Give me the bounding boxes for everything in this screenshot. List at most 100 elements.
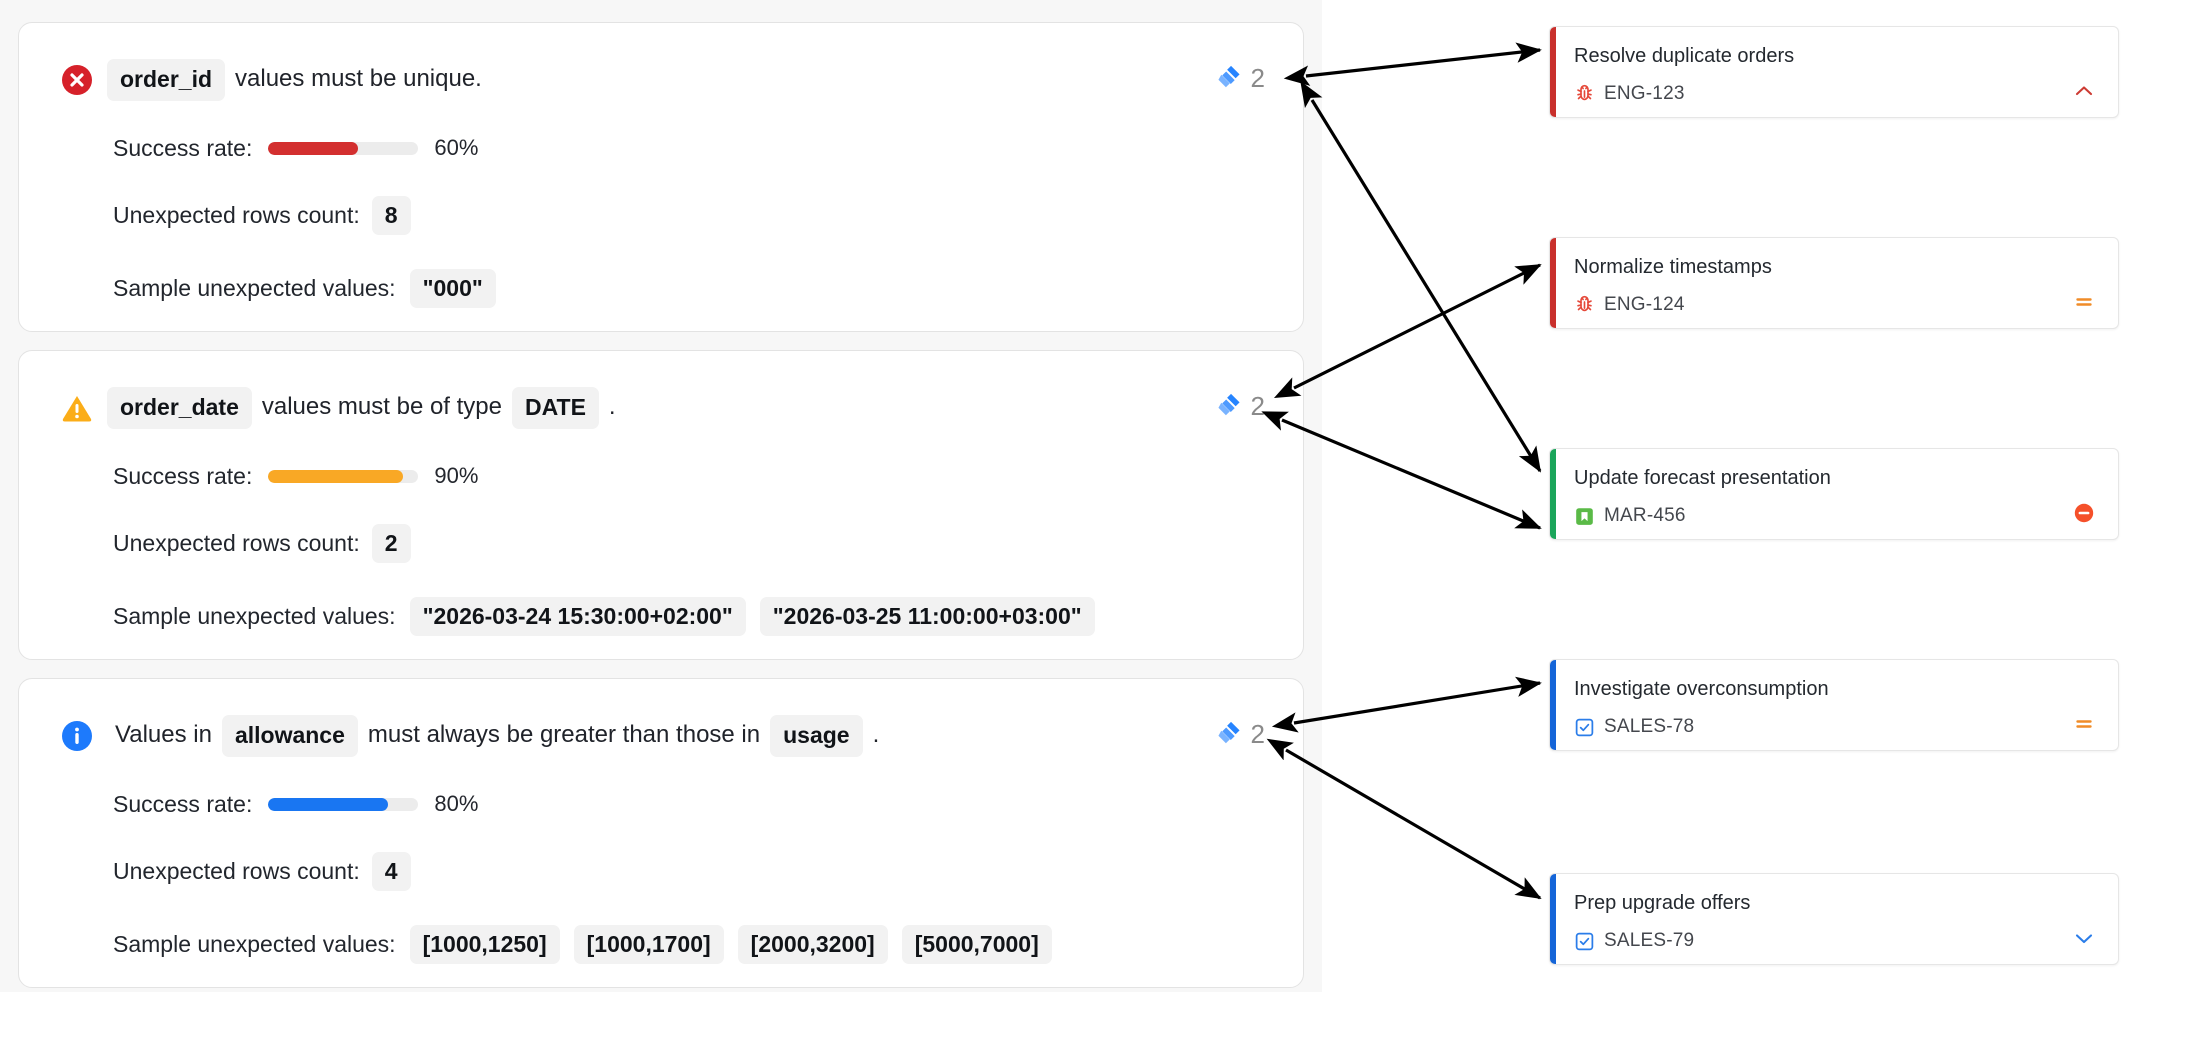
issue-card[interactable]: Resolve duplicate orders ENG-123 bbox=[1549, 26, 2119, 118]
success-rate-value: 80% bbox=[434, 791, 479, 817]
expectation-header: order_id values must be unique. bbox=[19, 23, 1303, 101]
unexpected-rows-label: Unexpected rows count: bbox=[113, 201, 360, 228]
issue-type-accent-bar bbox=[1550, 874, 1556, 964]
jira-linked-issues-counter[interactable]: 2 bbox=[1216, 391, 1265, 422]
issue-title: Normalize timestamps bbox=[1574, 256, 1772, 278]
sample-value-chip: [5000,7000] bbox=[901, 924, 1052, 964]
issue-type-accent-bar bbox=[1550, 449, 1556, 539]
issue-type-accent-bar bbox=[1550, 660, 1556, 750]
issue-key-row: SALES-79 bbox=[1574, 930, 1694, 952]
expectation-header: order_date values must be of type DATE . bbox=[19, 351, 1303, 429]
sample-values-row: Sample unexpected values: [1000,1250] [1… bbox=[19, 924, 1303, 964]
issue-title: Resolve duplicate orders bbox=[1574, 45, 1795, 67]
sentence-text: values must be unique. bbox=[235, 65, 482, 93]
column-chip: usage bbox=[770, 715, 863, 757]
chevron-down-icon bbox=[2072, 926, 2096, 950]
warning-triangle-icon bbox=[61, 392, 93, 424]
success-rate-bar-fill bbox=[268, 469, 404, 483]
issue-key-row: MAR-456 bbox=[1574, 505, 1686, 527]
expectation-sentence: Values in allowance must always be great… bbox=[107, 715, 887, 757]
issue-card[interactable]: Investigate overconsumption SALES-78 bbox=[1549, 659, 2119, 751]
expectation-header: Values in allowance must always be great… bbox=[19, 679, 1303, 757]
success-rate-value: 60% bbox=[434, 135, 479, 161]
success-rate-bar bbox=[268, 797, 419, 811]
sample-values-label: Sample unexpected values: bbox=[113, 274, 396, 301]
sentence-period: . bbox=[872, 721, 880, 749]
jira-issue-count: 2 bbox=[1250, 719, 1265, 749]
arrow-exp3-to-issue4 bbox=[1271, 676, 1542, 733]
equals-icon bbox=[2072, 712, 2096, 736]
error-circle-icon bbox=[61, 64, 93, 96]
expectation-sentence: order_date values must be of type DATE . bbox=[107, 387, 624, 429]
unexpected-rows-label: Unexpected rows count: bbox=[113, 529, 360, 556]
jira-linked-issues-counter[interactable]: 2 bbox=[1216, 719, 1265, 750]
jira-icon bbox=[1216, 391, 1242, 422]
issue-key: MAR-456 bbox=[1604, 505, 1686, 526]
expectation-card[interactable]: order_id values must be unique. Success … bbox=[18, 22, 1304, 332]
unexpected-rows-row: Unexpected rows count: 8 bbox=[19, 195, 1303, 235]
sentence-text: values must be of type bbox=[261, 393, 503, 421]
success-rate-value: 90% bbox=[434, 463, 479, 489]
success-rate-bar-fill bbox=[268, 797, 389, 811]
issue-type-accent-bar bbox=[1550, 238, 1556, 328]
jira-linked-issues-counter[interactable]: 2 bbox=[1216, 63, 1265, 94]
success-rate-row: Success rate: 60% bbox=[19, 135, 1303, 162]
equals-icon bbox=[2072, 290, 2096, 314]
issue-key: ENG-123 bbox=[1604, 83, 1685, 104]
success-rate-label: Success rate: bbox=[113, 134, 253, 161]
arrow-exp1-to-issue1 bbox=[1283, 42, 1542, 86]
issue-title: Update forecast presentation bbox=[1574, 467, 1831, 489]
jira-icon bbox=[1216, 719, 1242, 750]
success-rate-label: Success rate: bbox=[113, 462, 253, 489]
unexpected-rows-row: Unexpected rows count: 2 bbox=[19, 523, 1303, 563]
sample-values-label: Sample unexpected values: bbox=[113, 602, 396, 629]
issue-card[interactable]: Prep upgrade offers SALES-79 bbox=[1549, 873, 2119, 965]
issue-key-row: ENG-124 bbox=[1574, 294, 1685, 316]
jira-issue-count: 2 bbox=[1250, 391, 1265, 421]
issue-title: Investigate overconsumption bbox=[1574, 678, 1829, 700]
bug-icon bbox=[1574, 295, 1595, 316]
expectation-card[interactable]: order_date values must be of type DATE .… bbox=[18, 350, 1304, 660]
column-chip: order_id bbox=[107, 59, 226, 101]
column-chip: order_date bbox=[107, 387, 252, 429]
expectation-card[interactable]: Values in allowance must always be great… bbox=[18, 678, 1304, 988]
sample-values-row: Sample unexpected values: "000" bbox=[19, 268, 1303, 308]
blocker-circle-icon bbox=[2072, 501, 2096, 525]
issue-type-accent-bar bbox=[1550, 27, 1556, 117]
issue-key: SALES-79 bbox=[1604, 930, 1695, 951]
issue-key: ENG-124 bbox=[1604, 294, 1685, 315]
sentence-text: Values in bbox=[115, 721, 212, 749]
story-bookmark-icon bbox=[1574, 506, 1595, 527]
sample-value-chip: [1000,1700] bbox=[573, 924, 724, 964]
unexpected-rows-label: Unexpected rows count: bbox=[113, 857, 360, 884]
success-rate-label: Success rate: bbox=[113, 790, 253, 817]
chevron-up-icon bbox=[2072, 79, 2096, 103]
unexpected-rows-value: 4 bbox=[371, 851, 411, 891]
sample-value-chip: "2026-03-25 11:00:00+03:00" bbox=[759, 596, 1095, 636]
issue-card[interactable]: Update forecast presentation MAR-456 bbox=[1549, 448, 2119, 540]
unexpected-rows-row: Unexpected rows count: 4 bbox=[19, 851, 1303, 891]
expectation-sentence: order_id values must be unique. bbox=[107, 59, 490, 101]
sample-values-row: Sample unexpected values: "2026-03-24 15… bbox=[19, 596, 1303, 636]
jira-issue-count: 2 bbox=[1250, 63, 1265, 93]
arrow-exp2-to-issue2 bbox=[1273, 263, 1542, 399]
sample-values-label: Sample unexpected values: bbox=[113, 930, 396, 957]
sample-value-chip: [1000,1250] bbox=[409, 924, 560, 964]
jira-icon bbox=[1216, 63, 1242, 94]
issue-key-row: SALES-78 bbox=[1574, 716, 1694, 738]
task-check-icon bbox=[1574, 717, 1595, 738]
issue-card[interactable]: Normalize timestamps ENG-124 bbox=[1549, 237, 2119, 329]
success-rate-row: Success rate: 90% bbox=[19, 463, 1303, 490]
bug-icon bbox=[1574, 84, 1595, 105]
issue-key-row: ENG-123 bbox=[1574, 83, 1685, 105]
arrow-exp3-to-issue5 bbox=[1266, 738, 1542, 900]
sample-value-chip: [2000,3200] bbox=[737, 924, 888, 964]
issue-title: Prep upgrade offers bbox=[1574, 892, 1751, 914]
expectations-panel: order_id values must be unique. Success … bbox=[18, 22, 1304, 988]
unexpected-rows-value: 8 bbox=[371, 195, 411, 235]
success-rate-bar bbox=[268, 141, 419, 155]
success-rate-bar-fill bbox=[268, 141, 359, 155]
sample-value-chip: "000" bbox=[409, 268, 496, 308]
issue-key: SALES-78 bbox=[1604, 716, 1695, 737]
